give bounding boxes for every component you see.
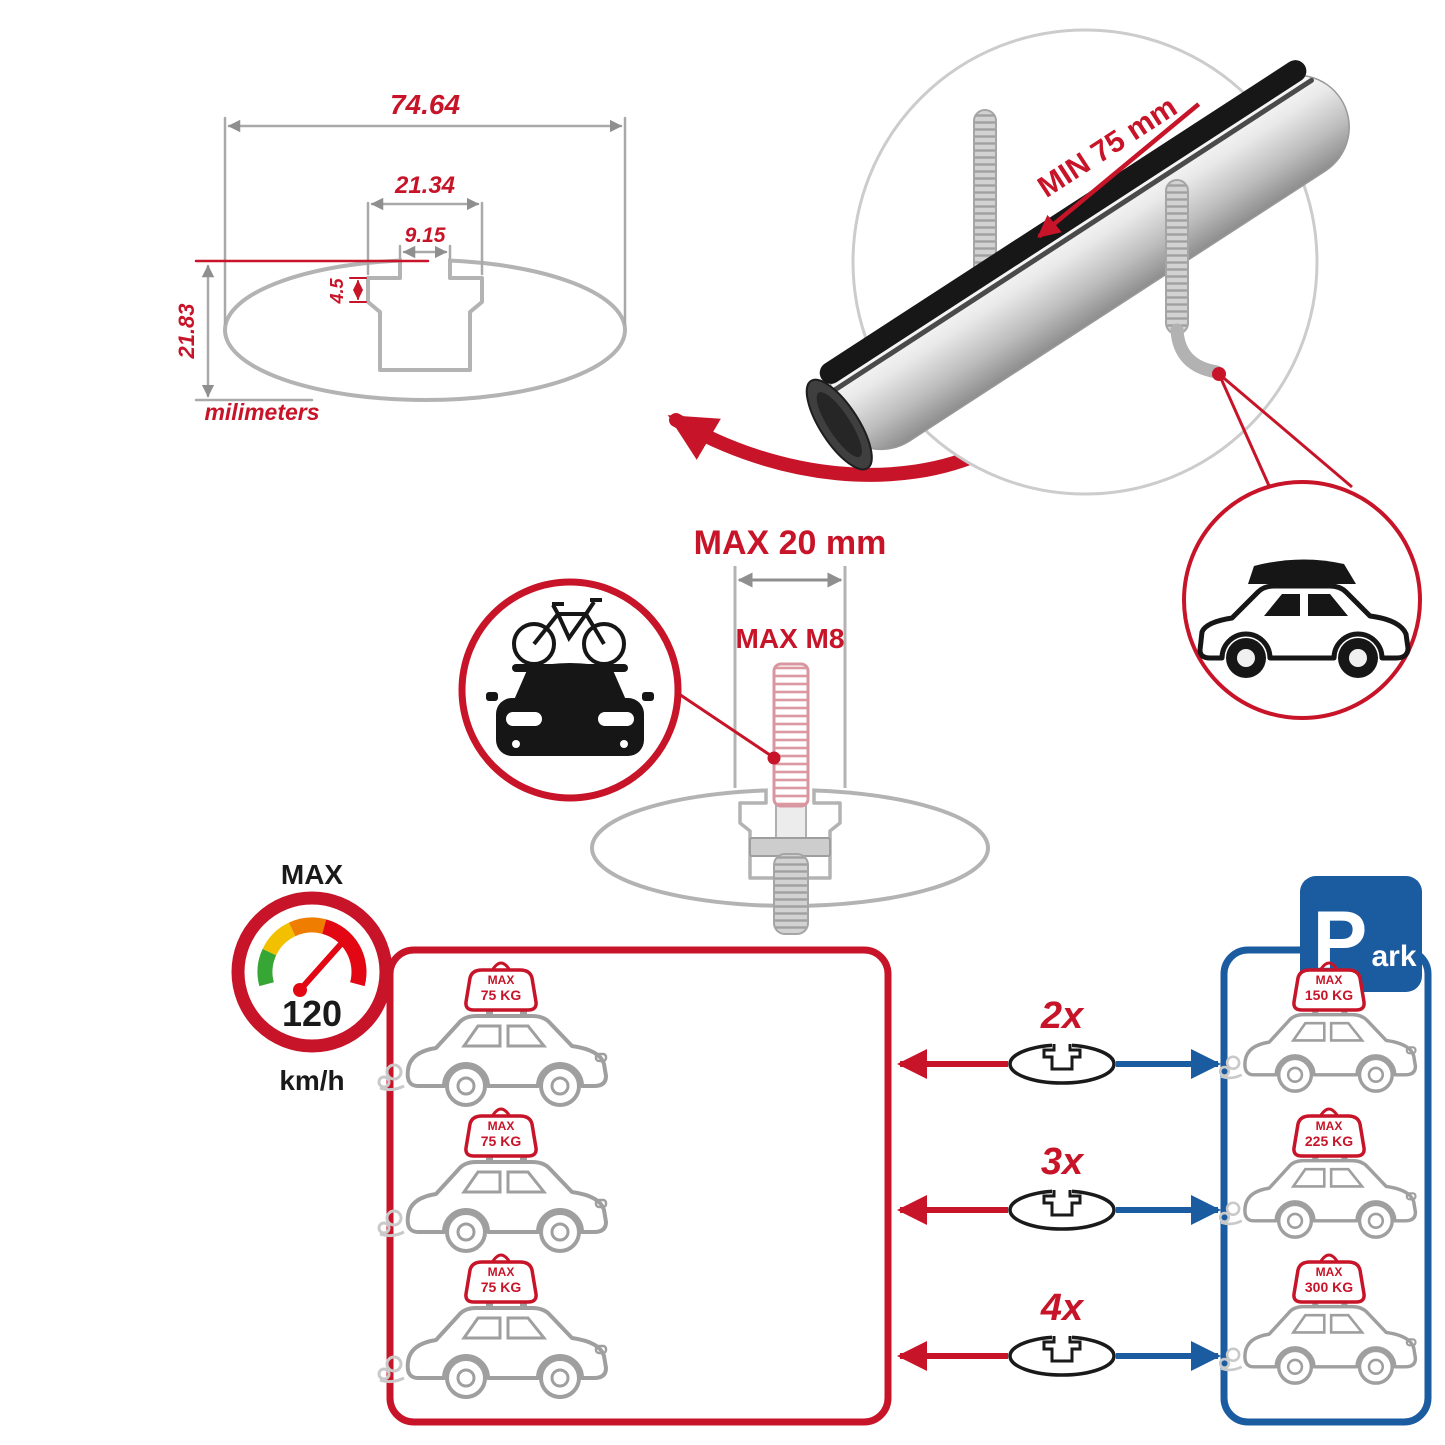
- gauge-arc-orange: [288, 917, 327, 937]
- dim-slot-depth: [349, 277, 367, 303]
- speed-units: km/h: [279, 1065, 344, 1096]
- crossbar-endcap-inner: [816, 392, 862, 458]
- gauge-arc-green: [257, 948, 277, 987]
- dim-height: [194, 259, 430, 402]
- bag-left-3-kg: 75 KG: [481, 1279, 522, 1295]
- min-clamp-arrow: [1037, 102, 1201, 239]
- dim-slot-depth-label: 4.5: [327, 278, 347, 305]
- bag-right-3-kg: 300 KG: [1305, 1279, 1353, 1295]
- speedometer-max-label: MAX: [281, 859, 344, 890]
- connector-row-1: 2x: [897, 995, 1221, 1085]
- bolt-leader-line: [675, 690, 771, 757]
- bolt-point-dot: [767, 751, 781, 765]
- crossbar-icon-slot-3: [1042, 1336, 1082, 1363]
- suv-body: [1197, 583, 1411, 661]
- suv-front-hub: [1349, 649, 1367, 667]
- crossbar-groove: [830, 77, 1314, 394]
- units-label: milimeters: [204, 399, 319, 425]
- connector-label-3: 4x: [1040, 1287, 1085, 1329]
- dim-channel-width-label: 21.34: [394, 172, 455, 199]
- leader-line-1: [1217, 373, 1272, 489]
- speedometer: MAX 120 km/h: [231, 859, 393, 1096]
- max-width-label: MAX 20 mm: [694, 524, 887, 562]
- bag-right-1-max: MAX: [1316, 973, 1343, 987]
- speed-panel-cars: MAX 75 KG MAX 75 KG MAX 75 KG: [377, 961, 608, 1399]
- bolt-upper-stud: [772, 662, 810, 808]
- dim-slot-width-label: 9.15: [405, 224, 446, 247]
- cross-section-diagram: 74.64 21.34 9.15 4.5 21.83 milimeters: [174, 89, 627, 425]
- bag-left-2-kg: 75 KG: [481, 1133, 522, 1149]
- connector-label-2: 3x: [1041, 1141, 1085, 1183]
- suv-roofbox-inset: [1182, 480, 1422, 720]
- gauge-arc-red: [321, 919, 367, 987]
- bolt-diagram: MAX 20 mm MAX M8: [590, 524, 990, 935]
- connector-label-1: 2x: [1040, 995, 1085, 1037]
- bag-left-3-max: MAX: [488, 1265, 515, 1279]
- max-thread-label: MAX M8: [736, 623, 845, 654]
- crossbar-rubber-strip: [819, 60, 1307, 384]
- bike-icon: [512, 598, 626, 666]
- suv-front-window: [1308, 594, 1348, 616]
- pointer-arrow: [667, 413, 995, 482]
- dim-height-label: 21.83: [174, 303, 199, 359]
- headlight-left: [506, 712, 542, 726]
- dim-slot-width: [398, 244, 452, 260]
- bag-right-1-kg: 150 KG: [1305, 987, 1353, 1003]
- mirror-right: [642, 692, 654, 701]
- connector-row-3: 4x: [897, 1287, 1221, 1377]
- bolt-lower-stud: [773, 853, 809, 935]
- bag-right-2-kg: 225 KG: [1305, 1133, 1353, 1149]
- foglight-right: [620, 740, 628, 748]
- mirror-left: [486, 692, 498, 701]
- bag-left-2-max: MAX: [488, 1119, 515, 1133]
- roof-box: [1248, 559, 1356, 584]
- headlight-right: [598, 712, 634, 726]
- speed-value: 120: [282, 993, 342, 1034]
- bag-right-3-max: MAX: [1316, 1265, 1343, 1279]
- dim-total-width: [223, 116, 627, 326]
- foglight-left: [512, 740, 520, 748]
- crossbar-channel-profile: [366, 260, 484, 372]
- leader-line-2: [1218, 372, 1353, 489]
- bag-right-2-max: MAX: [1316, 1119, 1343, 1133]
- suv-rear-window: [1264, 594, 1300, 616]
- gauge-needle-pivot: [293, 983, 307, 997]
- slot-opening-gap: [402, 253, 448, 264]
- suv-rear-hub: [1237, 649, 1255, 667]
- clamp-hook: [1170, 323, 1224, 379]
- park-sign-text: ark: [1371, 940, 1416, 973]
- car-cabin: [514, 663, 626, 700]
- connector-rows: 2x 3x 4x: [897, 995, 1221, 1377]
- crossbar-icon-slot-2: [1042, 1190, 1082, 1217]
- clamp-rod-2: [1165, 179, 1189, 335]
- gauge-arc-yellow: [262, 922, 296, 956]
- bag-left-1-max: MAX: [488, 973, 515, 987]
- dim-total-width-label: 74.64: [390, 89, 460, 120]
- park-panel-cars: MAX 150 KG MAX 225 KG MAX 300 KG: [1218, 961, 1418, 1385]
- connector-row-2: 3x: [897, 1141, 1221, 1231]
- bag-left-1-kg: 75 KG: [481, 987, 522, 1003]
- crossbar-icon-slot-1: [1042, 1044, 1082, 1071]
- bike-car-inset: [458, 578, 682, 802]
- crossbar-render: MIN 75 mm: [805, 28, 1353, 496]
- gauge-needle: [297, 941, 344, 993]
